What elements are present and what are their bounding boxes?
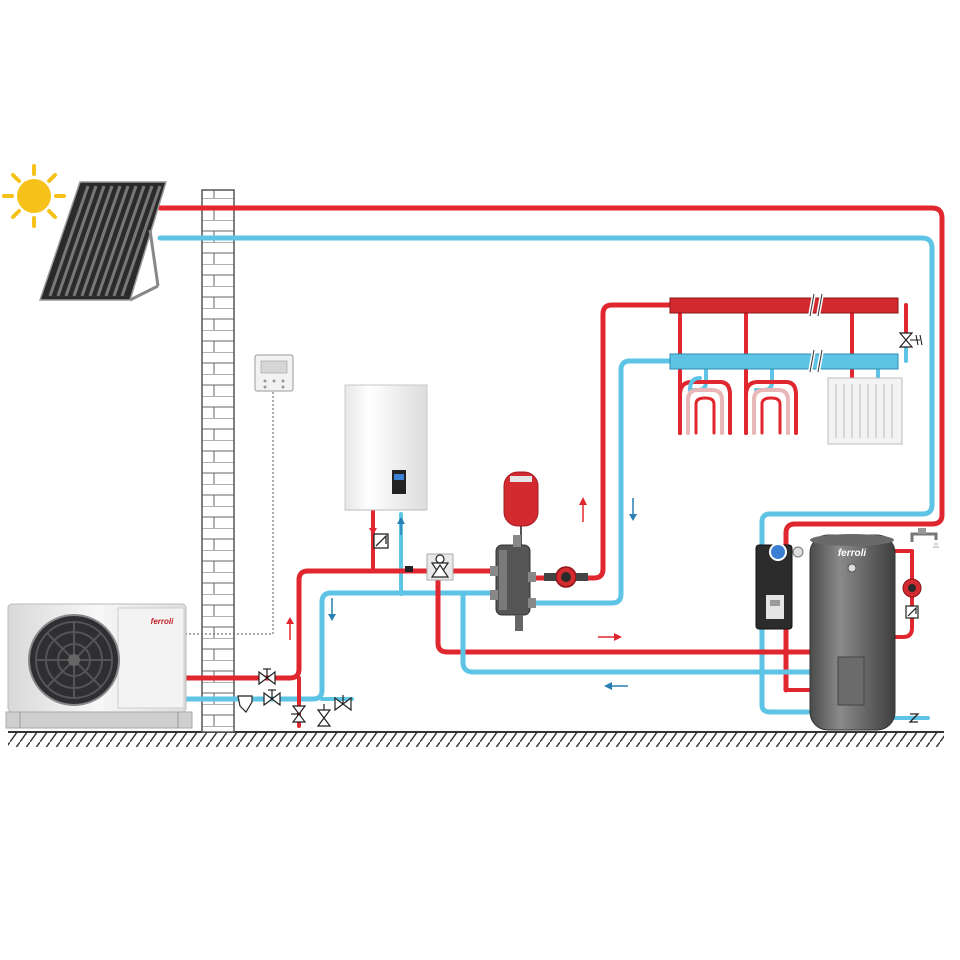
arrow-down-icon [328,598,336,621]
arrow-left-icon [604,682,628,690]
underfloor-heating-loop-icon [678,376,732,435]
room-thermostat-icon [254,354,294,392]
shut-off-valve-icon [334,695,352,712]
outdoor-unit-logo: ferroli [151,617,174,626]
solar-cold-pipe [157,235,935,715]
underfloor-heating-loop-icon [744,380,798,435]
radiator-icon [827,377,903,445]
circulation-pump-icon [902,578,922,598]
ground [8,731,944,747]
arrow-up-icon [397,517,405,535]
wall-boiler-icon [344,384,428,511]
control-signal-line [186,392,274,635]
solar-hot-pipe [157,205,945,693]
flow-arrows [286,497,637,690]
heating-flow-pipe [527,302,675,581]
heating-return-pipe [527,358,675,606]
arrow-right-icon [598,633,622,641]
heatpump-flow-pipe [183,568,493,681]
tank-coil-flow-pipe [435,575,815,655]
heating-manifold [669,293,899,373]
solar-collector-icon [38,181,168,302]
solar-pump-station-icon [755,543,804,630]
check-valve-icon [905,605,919,619]
shut-off-valve-icon [258,668,276,686]
arrow-up-icon [286,617,294,640]
hot-water-cylinder-icon: ferroli [809,534,896,731]
check-valve-icon [373,533,389,549]
bypass-valve-icon [898,332,923,348]
sun-icon [2,164,66,228]
pipes [157,205,945,728]
drain-valve-icon [908,713,920,723]
shut-off-valve-icon [263,689,281,707]
tank-logo: ferroli [838,548,867,559]
brick-wall [201,189,235,733]
tank-coil-return-pipe [460,593,815,675]
shut-off-valve-icon [291,705,307,723]
strainer-icon [237,695,253,713]
arrow-up-icon [579,497,587,522]
arrow-down-icon [629,498,637,521]
hydraulic-separator-icon [490,535,536,631]
arrow-down-icon [369,517,377,535]
heat-pump-outdoor-unit-icon: ferroli [5,603,193,729]
hot-water-tap-icon [910,528,939,548]
circulation-pump-icon [544,566,588,588]
expansion-vessel-icon [503,471,539,545]
three-way-valve-icon [426,553,454,581]
heatpump-return-pipe [183,590,493,702]
shut-off-valve-icon [316,704,332,727]
